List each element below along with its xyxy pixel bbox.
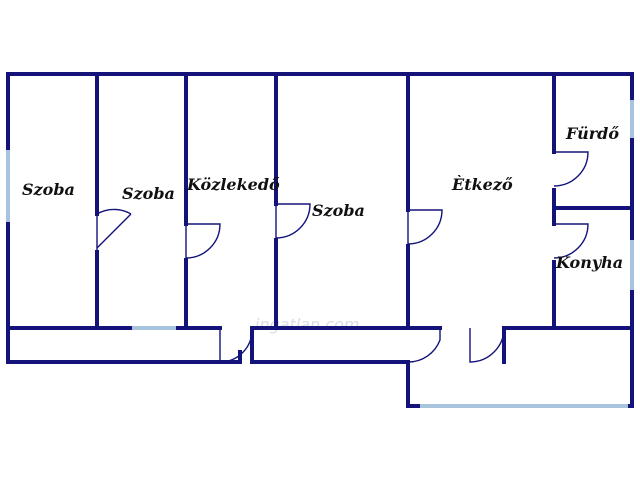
door-hall xyxy=(407,328,441,363)
room-label-kozlekedo: Közlekedő xyxy=(186,175,280,194)
room-label-szoba-2: Szoba xyxy=(122,184,175,203)
door-kozlekedo xyxy=(185,223,221,260)
windows xyxy=(6,100,634,408)
room-label-furdo: Fürdő xyxy=(565,124,619,143)
door-furdo xyxy=(553,151,589,187)
doors xyxy=(96,151,589,363)
door-szoba-2 xyxy=(96,208,132,252)
watermark: ingatlan.com xyxy=(255,315,359,334)
room-labels: Szoba Szoba Közlekedő Szoba Ètkező Fürdő… xyxy=(22,124,623,272)
door-etkezo xyxy=(407,209,443,246)
door-szoba-3 xyxy=(275,203,311,240)
room-label-etkezo: Ètkező xyxy=(451,174,513,194)
room-label-szoba-1: Szoba xyxy=(22,180,75,199)
room-label-konyha: Konyha xyxy=(555,253,623,272)
door-entrance-west xyxy=(219,328,253,363)
door-porch xyxy=(469,327,505,363)
exterior-walls xyxy=(6,72,634,408)
door-konyha xyxy=(553,223,589,259)
room-label-szoba-3: Szoba xyxy=(312,201,365,220)
